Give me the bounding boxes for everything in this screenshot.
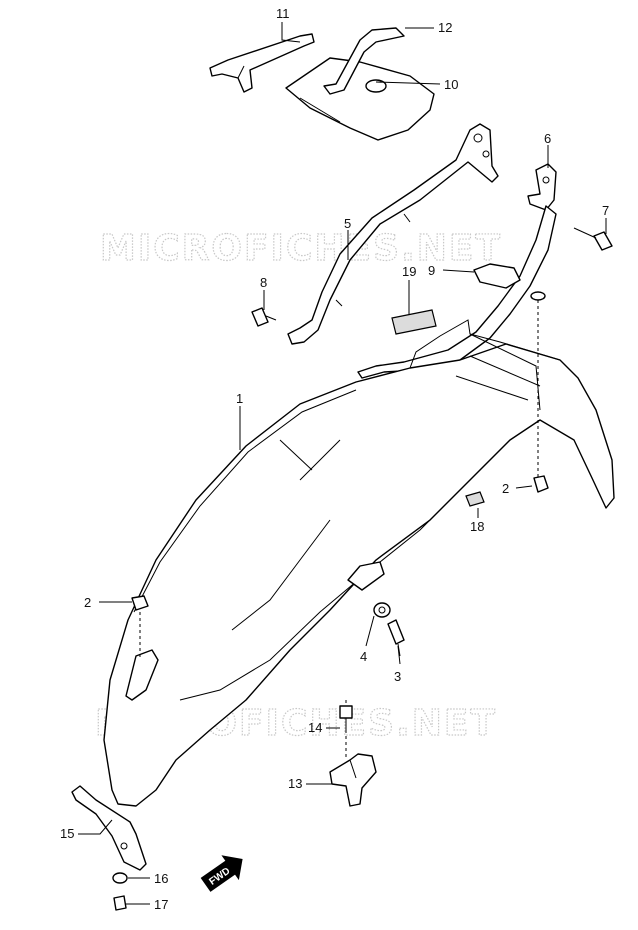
part-8-bolt [251, 307, 277, 327]
callout-5: 5 [344, 216, 351, 231]
callouts: 11 12 10 6 7 5 19 9 8 1 2 18 2 4 3 14 13… [60, 6, 609, 912]
part-2-bolt-left [131, 595, 149, 611]
part-5-stay [287, 123, 499, 345]
callout-10: 10 [444, 77, 458, 92]
part-12-band [323, 27, 405, 95]
part-19-label [391, 309, 437, 335]
callout-16: 16 [154, 871, 168, 886]
callout-13: 13 [288, 776, 302, 791]
part-11-strap [209, 33, 315, 93]
callout-14: 14 [308, 720, 322, 735]
part-18-pad [465, 491, 485, 507]
callout-17: 17 [154, 897, 168, 912]
leader-lines [78, 22, 607, 905]
part-15-bracket [71, 785, 147, 871]
part-7-bolt [573, 227, 613, 251]
part-13-clamp [329, 753, 377, 807]
part-2-bolt-right [533, 475, 549, 493]
callout-15: 15 [60, 826, 74, 841]
callout-4: 4 [360, 649, 367, 664]
callout-2-left: 2 [84, 595, 91, 610]
callout-12: 12 [438, 20, 452, 35]
part-3-bolt [387, 619, 405, 657]
watermark-top: MICROFICHES.NET [100, 228, 502, 269]
callout-3: 3 [394, 669, 401, 684]
callout-19: 19 [402, 264, 416, 279]
part-14-bolt [339, 705, 353, 730]
part-4-nut [373, 602, 391, 618]
callout-2-right: 2 [502, 481, 509, 496]
callout-9: 9 [428, 263, 435, 278]
part-17-bolt [113, 895, 127, 911]
part-10-pad [285, 57, 435, 141]
part-1-fender [103, 319, 615, 807]
fwd-badge: FWD [200, 855, 243, 892]
part-16-nut [112, 872, 128, 884]
callout-11: 11 [276, 6, 290, 21]
callout-18: 18 [470, 519, 484, 534]
part-9-bracket [473, 263, 546, 301]
callout-6: 6 [544, 131, 551, 146]
part-6-stay [357, 163, 557, 379]
callout-1: 1 [236, 391, 243, 406]
callout-7: 7 [602, 203, 609, 218]
callout-8: 8 [260, 275, 267, 290]
